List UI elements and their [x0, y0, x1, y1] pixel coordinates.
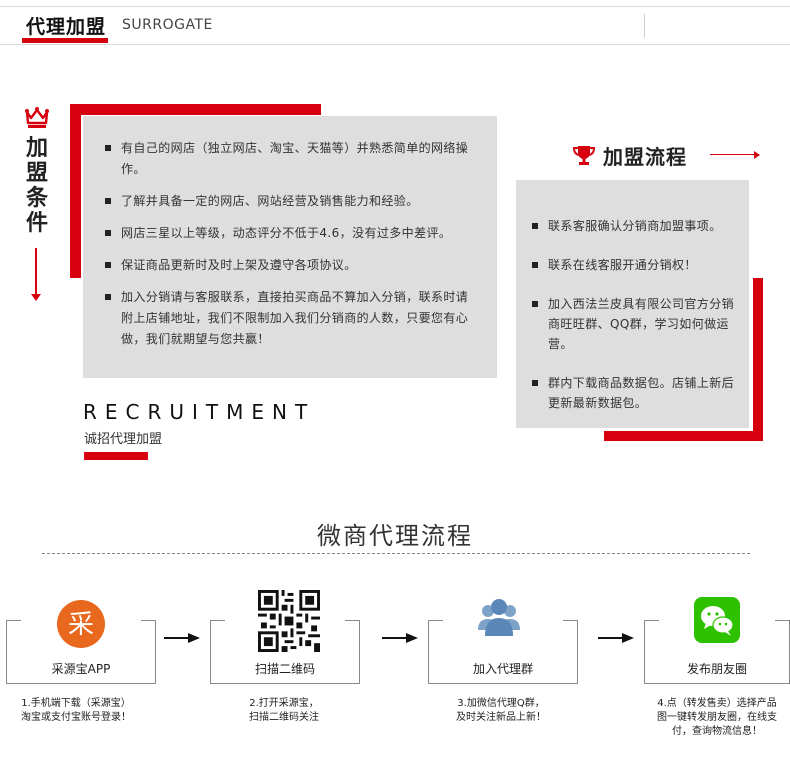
step-description: 3.加微信代理Q群， 及时关注新品上新！ [428, 697, 574, 725]
condition-item: 保证商品更新时及时上架及遵守各项协议。 [105, 255, 479, 276]
process-item: 加入西法兰皮具有限公司官方分销商旺旺群、QQ群，学习如何做运营。 [532, 294, 737, 354]
step-description: 4.点（转发售卖）选择产品 图一键转发朋友圈，在线支 付，查询物流信息！ [646, 697, 788, 739]
crown-icon [25, 107, 49, 128]
step-description: 1.手机端下载（采源宝） 淘宝或支付宝账号登录！ [6, 697, 146, 725]
arrow-right-icon [598, 633, 634, 643]
app-logo-char: 采 [68, 610, 94, 640]
process-item: 联系客服确认分销商加盟事项。 [532, 216, 737, 236]
group-icon [478, 599, 520, 636]
flow-step-scan: 扫描二维码 [210, 620, 360, 684]
header-divider [644, 14, 645, 38]
flow-step-join-group: 加入代理群 [428, 620, 578, 684]
title-underline [22, 38, 108, 43]
page-title: 代理加盟 [26, 16, 107, 38]
step-label: 采源宝APP [51, 662, 111, 676]
flow-title: 微商代理流程 [317, 522, 473, 550]
step-desc-line: 图一键转发朋友圈，在线支 [657, 712, 777, 723]
header-top-rule [0, 6, 790, 7]
arrow-right-icon [754, 151, 760, 159]
step-description: 2.打开采源宝， 扫描二维码关注 [214, 697, 354, 725]
step-label: 加入代理群 [472, 662, 533, 676]
step-desc-line: 2.打开采源宝， [249, 698, 319, 709]
condition-item: 加入分销请与客服联系，直接拍买商品不算加入分销，联系时请附上店铺地址，我们不限制… [105, 287, 479, 350]
step-desc-line: 淘宝或支付宝账号登录！ [21, 712, 131, 723]
flow-dashed-rule [42, 553, 750, 554]
condition-item: 网店三星以上等级，动态评分不低于4.6，没有过多中差评。 [105, 223, 479, 244]
recruit-heading: RECRUITMENT [83, 400, 316, 424]
step-desc-line: 付，查询物流信息！ [672, 726, 762, 737]
vertical-title-char: 加 [25, 136, 48, 161]
header-bottom-rule [0, 44, 790, 45]
step-desc-line: 3.加微信代理Q群， [457, 698, 545, 709]
down-arrow-line [35, 248, 37, 296]
step-desc-line: 1.手机端下载（采源宝） [21, 698, 131, 709]
recruit-subheading: 诚招代理加盟 [84, 432, 163, 447]
process-item: 群内下载商品数据包。店铺上新后更新最新数据包。 [532, 373, 737, 413]
step-desc-line: 及时关注新品上新！ [456, 712, 546, 723]
vertical-title-char: 条 [25, 186, 48, 211]
arrow-right-icon [164, 633, 200, 643]
app-logo-icon: 采 [57, 600, 105, 648]
vertical-title-char: 件 [25, 211, 48, 236]
arrow-right-icon [382, 633, 418, 643]
conditions-vertical-title: 加 盟 条 件 [24, 136, 50, 236]
step-desc-line: 扫描二维码关注 [249, 712, 319, 723]
conditions-panel: 有自己的网店（独立网店、淘宝、天猫等）并熟悉简单的网络操作。 了解并具备一定的网… [83, 116, 497, 378]
down-arrow-icon [31, 294, 41, 301]
page-subtitle: SURROGATE [122, 17, 213, 33]
process-item: 联系在线客服开通分销权！ [532, 255, 737, 275]
condition-item: 了解并具备一定的网店、网站经营及销售能力和经验。 [105, 191, 479, 212]
step-desc-line: 4.点（转发售卖）选择产品 [657, 698, 777, 709]
process-panel: 联系客服确认分销商加盟事项。 联系在线客服开通分销权！ 加入西法兰皮具有限公司官… [516, 180, 749, 428]
condition-item: 有自己的网店（独立网店、淘宝、天猫等）并熟悉简单的网络操作。 [105, 138, 479, 180]
process-title: 加盟流程 [603, 145, 687, 169]
qr-code-icon [258, 590, 320, 652]
wechat-icon [694, 597, 740, 643]
trophy-icon [572, 146, 596, 165]
step-label: 发布朋友圈 [686, 662, 747, 676]
vertical-title-char: 盟 [25, 161, 48, 186]
arrow-right-line [710, 154, 756, 155]
flow-step-app: 采源宝APP [6, 620, 156, 684]
recruit-bar [84, 452, 148, 460]
step-label: 扫描二维码 [254, 662, 315, 676]
